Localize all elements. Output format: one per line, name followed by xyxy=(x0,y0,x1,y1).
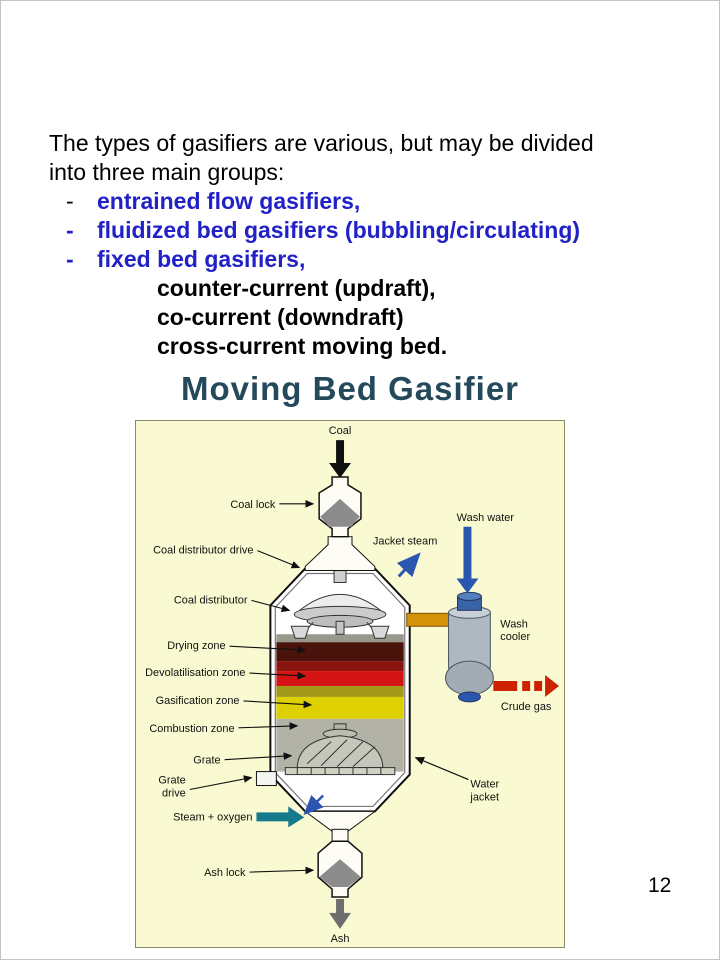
water-jacket-pointer xyxy=(414,757,469,781)
ash-lock-label: Ash lock xyxy=(204,867,246,879)
steam-oxygen-label: Steam + oxygen xyxy=(173,811,252,823)
bed-surface xyxy=(276,634,404,643)
gasification-band xyxy=(276,696,404,719)
wash-water-arrow xyxy=(456,526,479,594)
bullet-fluidized-bed: -fluidized bed gasifiers (bubbling/circu… xyxy=(49,216,669,245)
gasification-zone-pointer xyxy=(243,700,313,709)
jacket-water-arrow xyxy=(303,794,325,816)
coal-distributor-assembly xyxy=(290,570,390,639)
grate-drive-pointer xyxy=(189,775,253,791)
bullet-entrained-flow: -entrained flow gasifiers, xyxy=(49,187,669,216)
coal-lock-label: Coal lock xyxy=(230,499,276,511)
intro-line-2: into three main groups: xyxy=(49,159,285,185)
water-jacket-label-line1: Water xyxy=(470,779,499,791)
wash-cooler-label-line1: Wash xyxy=(500,618,528,630)
bullet-label: fluidized bed gasifiers (bubbling/circul… xyxy=(97,217,581,243)
devolatilisation-band-dark xyxy=(276,661,404,672)
coal-distributor-drive-label: Coal distributor drive xyxy=(153,545,253,557)
ash-lock-vessel xyxy=(303,810,377,898)
sub-bullet-co-current: co-current (downdraft) xyxy=(157,304,404,330)
devolatilisation-zone-pointer xyxy=(249,671,307,680)
grate-pointer xyxy=(224,752,293,761)
intro-text-block: The types of gasifiers are various, but … xyxy=(49,129,669,361)
wash-cooler-vessel xyxy=(445,591,494,703)
ash-lock-pointer xyxy=(249,866,315,875)
ash-label: Ash xyxy=(331,933,350,945)
drying-zone-label: Drying zone xyxy=(167,640,225,652)
sub-bullet-counter-current: counter-current (updraft), xyxy=(157,275,436,301)
grate-assembly xyxy=(284,723,396,776)
devolatilisation-band xyxy=(276,671,404,686)
grate-drive-box xyxy=(255,771,277,787)
bullet-label: entrained flow gasifiers, xyxy=(97,188,361,214)
grate-drive-label-line2: drive xyxy=(162,787,186,799)
devolatilisation-zone-label: Devolatilisation zone xyxy=(145,667,245,679)
coal-distributor-label: Coal distributor xyxy=(174,594,248,606)
jacket-steam-arrow xyxy=(396,552,421,578)
intro-line-1: The types of gasifiers are various, but … xyxy=(49,130,594,156)
bullet-fixed-bed: -fixed bed gasifiers, xyxy=(49,245,669,274)
bullet-dash: - xyxy=(66,217,74,243)
gasification-band-olive xyxy=(276,685,404,697)
combustion-zone-pointer xyxy=(238,722,299,730)
crude-gas-arrow xyxy=(493,675,560,697)
gasifier-diagram-canvas: Coal xyxy=(135,420,565,948)
bullet-dash: - xyxy=(66,188,74,214)
steam-oxygen-arrow xyxy=(256,806,305,828)
coal-distributor-pointer xyxy=(251,599,291,613)
wash-water-label: Wash water xyxy=(457,512,515,524)
coal-inlet-arrow xyxy=(329,440,351,478)
diagram-title: Moving Bed Gasifier xyxy=(180,370,520,407)
gasifier-diagram: Coal xyxy=(145,425,560,945)
bullet-dash: - xyxy=(66,246,74,272)
coal-distributor-drive-pointer xyxy=(257,550,301,569)
page-number: 12 xyxy=(648,874,672,897)
water-jacket-inner-wall xyxy=(274,572,406,808)
gas-offtake-pipe xyxy=(406,612,454,627)
bullet-label: fixed bed gasifiers, xyxy=(97,246,306,272)
coal-lock-vessel xyxy=(304,476,376,572)
drying-zone-pointer xyxy=(229,645,307,654)
crude-gas-label: Crude gas xyxy=(501,701,552,713)
drying-zone-band xyxy=(276,642,404,662)
wash-cooler-label-line2: cooler xyxy=(500,631,530,643)
water-jacket-label-line2: jacket xyxy=(469,791,499,803)
ash-outlet-arrow xyxy=(329,898,351,929)
grate-label: Grate xyxy=(193,755,220,767)
combustion-zone-label: Combustion zone xyxy=(149,723,234,735)
grate-drive-label-line1: Grate xyxy=(158,775,185,787)
sub-bullet-cross-current: cross-current moving bed. xyxy=(157,333,448,359)
coal-label: Coal xyxy=(329,425,352,437)
jacket-steam-label: Jacket steam xyxy=(373,536,437,548)
gasification-zone-label: Gasification zone xyxy=(156,695,240,707)
